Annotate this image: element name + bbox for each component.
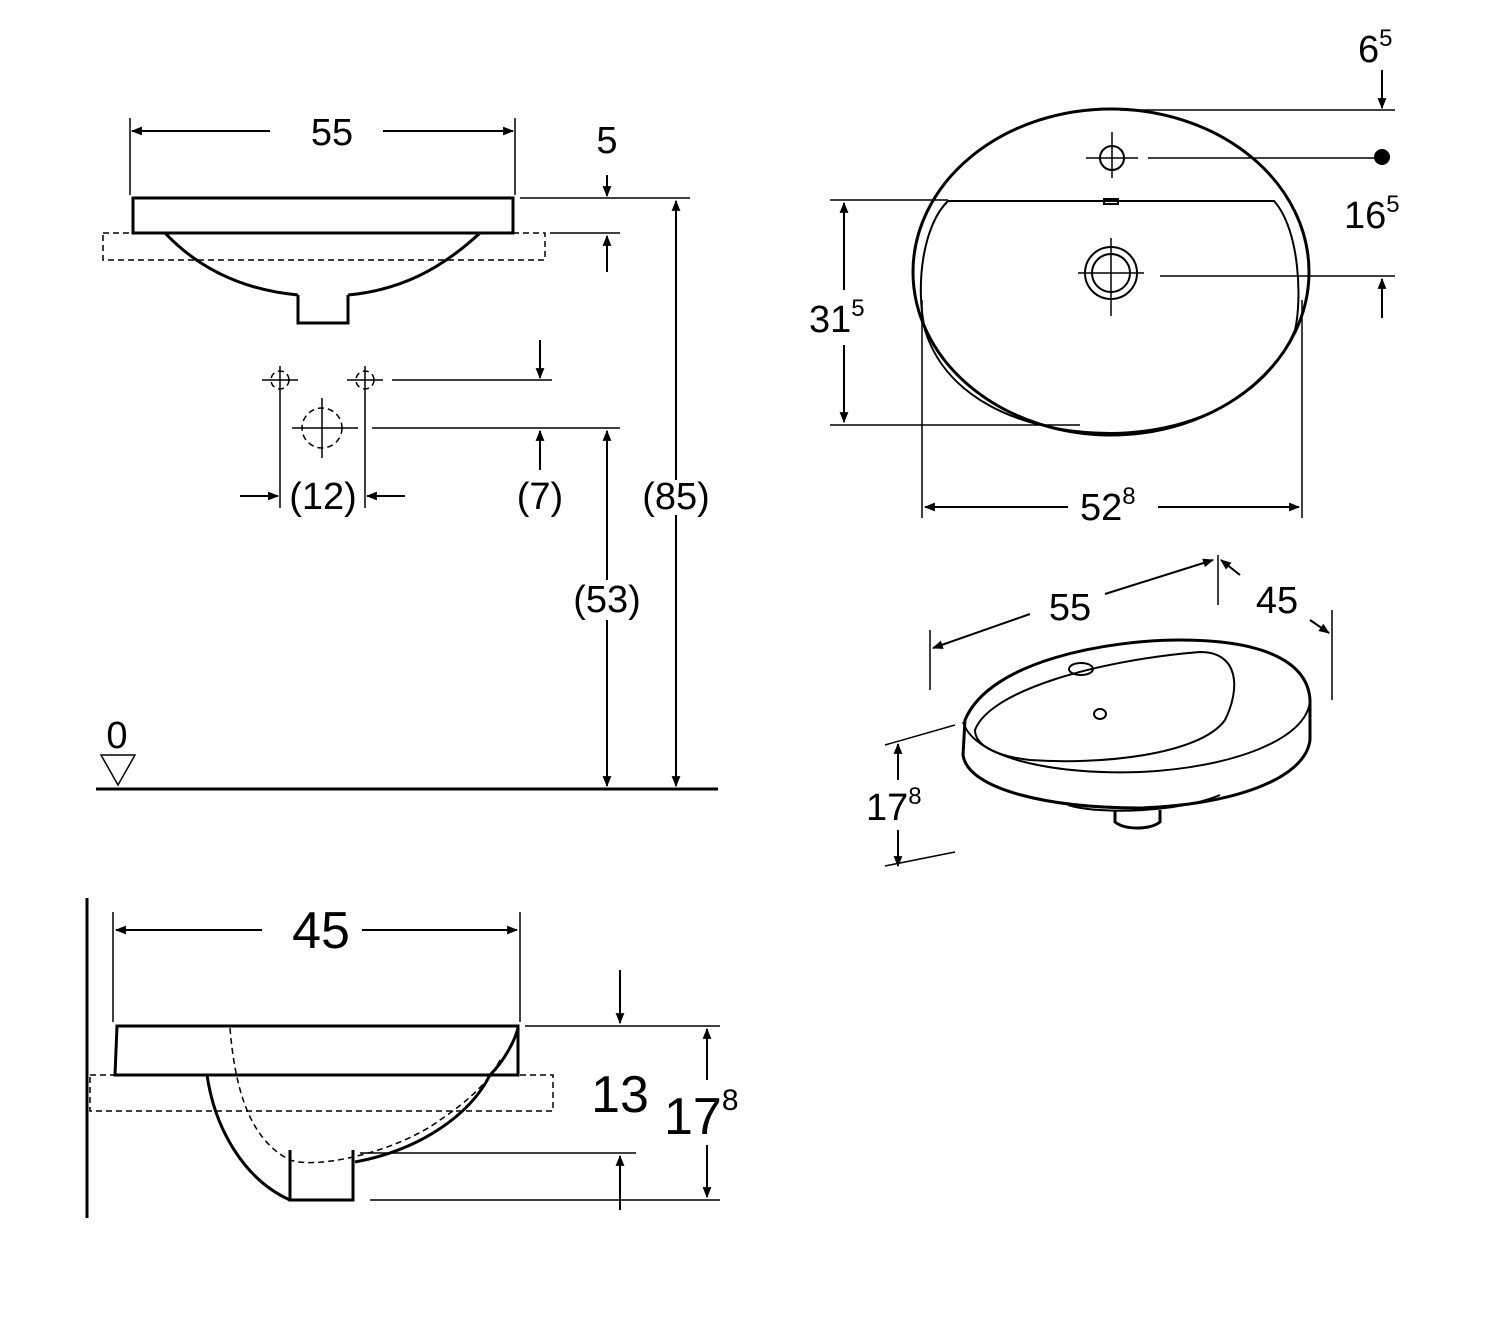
rim-thickness-label: 5	[596, 120, 617, 162]
side-view: 55 5	[96, 112, 718, 791]
basin-rim	[131, 196, 515, 235]
section-worktop	[89, 1074, 554, 1112]
overall-height-label: (85)	[642, 476, 710, 518]
bowl-width-label: 528	[1080, 483, 1136, 529]
iso-bowl-outline	[973, 650, 1236, 763]
section-height-label: 178	[664, 1084, 739, 1146]
basin-inner-outline	[919, 200, 1300, 435]
tap-hole-centre	[1086, 132, 1138, 178]
floor-level-label: 0	[106, 715, 127, 757]
tap-spacing-label: (12)	[289, 476, 357, 518]
waste-centre	[292, 398, 358, 458]
iso-view: 55 45 178	[866, 555, 1333, 868]
worktop-outline	[102, 232, 546, 261]
bowl-depth-label: 315	[809, 295, 865, 341]
iso-depth-label: 45	[1256, 580, 1298, 622]
top-offset-label: 65	[1358, 25, 1393, 71]
side-width-dimension: 55	[130, 112, 515, 154]
iso-basin-outline	[961, 638, 1312, 810]
iso-waste	[1113, 810, 1162, 830]
section-rim	[113, 1024, 520, 1077]
iso-height-label: 178	[866, 783, 922, 829]
floor-level-icon	[99, 754, 137, 787]
tap-hole-left	[262, 366, 298, 396]
section-width-label: 45	[292, 902, 350, 960]
basin-bowl	[163, 231, 482, 297]
iso-overflow	[1093, 708, 1107, 720]
section-view: 45 13 178	[85, 898, 739, 1218]
reference-dot-icon	[1374, 149, 1390, 165]
section-bowl	[205, 1027, 520, 1202]
iso-tap-hole	[1068, 662, 1094, 676]
section-bowl-depth-label: 13	[591, 1066, 649, 1124]
basin-outer-outline	[911, 107, 1311, 437]
waste-outlet	[296, 295, 350, 325]
outlet-height-label: (53)	[573, 579, 641, 621]
iso-length-label: 55	[1049, 587, 1091, 629]
tap-hole-right	[347, 366, 383, 396]
side-width-label: 55	[311, 112, 353, 154]
waste-hole	[1078, 238, 1144, 316]
tap-to-waste-label: 165	[1344, 191, 1400, 237]
top-view: 65 165 315 528	[809, 25, 1400, 529]
tap-offset-label: (7)	[517, 476, 563, 518]
section-waste	[288, 1150, 355, 1202]
